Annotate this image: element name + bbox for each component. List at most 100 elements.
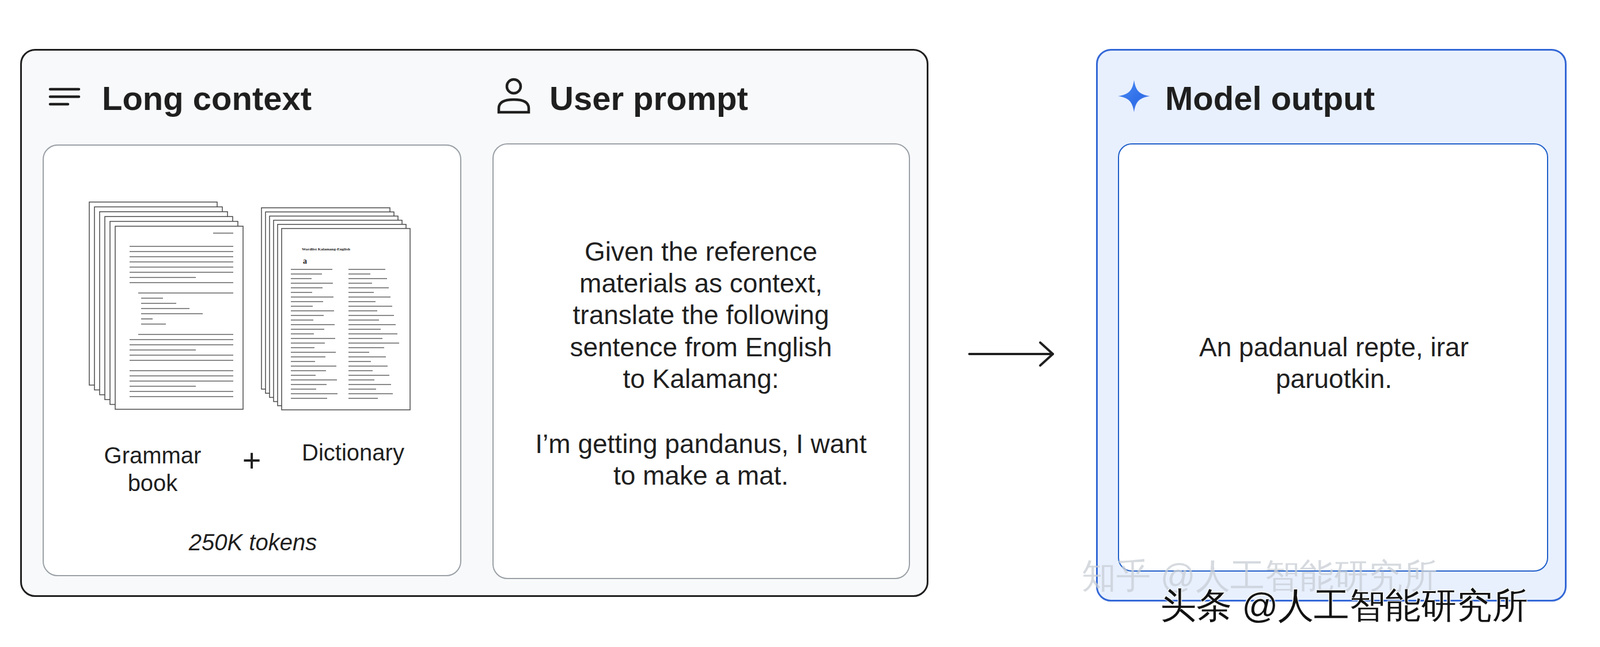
page-sheet [110,221,238,405]
text-line [290,301,324,303]
text-line [129,256,234,258]
text-line [290,379,337,381]
text-line [129,251,234,253]
text-line [290,292,313,294]
text-line [290,347,315,349]
text-line [213,232,234,234]
text-line [290,287,323,289]
prompt-box: Given the reference materials as context… [492,143,911,580]
text-line [290,278,312,280]
text-line [290,328,325,331]
page-sheet [99,211,228,396]
text-line [348,365,388,367]
text-line [141,323,166,325]
page-sheet [115,226,244,410]
text-line [141,313,203,315]
page-sheet [104,216,233,400]
text-line [129,245,234,248]
reference-box: Grammar book+Dictionary250K tokens [42,144,462,577]
text-line [129,339,234,341]
token-count: 250K tokens [157,528,348,557]
output-panel: Model output An padanual repte, irar paru… [1096,48,1567,602]
text-line [290,324,335,326]
menu-icon [50,89,79,105]
output-box: An padanual repte, irar paruotkin. [1117,143,1549,572]
text-line [348,278,388,280]
text-line [348,328,381,331]
page-sheet [269,215,398,398]
person-icon [498,79,529,113]
item-caption: Grammar book [89,441,216,498]
sparkle-icon [1117,80,1151,113]
text-line [290,388,317,390]
text-line [138,334,234,336]
text-line [290,361,316,363]
text-line [348,347,385,349]
text-line [129,349,196,351]
flow-arrow [969,353,1053,356]
panel-heading: Model output [1165,78,1375,119]
text-line [290,333,314,335]
text-line [348,356,386,358]
text-line [290,305,313,307]
source-sentence: I’m getting pandanus, I want to make a m… [528,428,874,492]
text-line [348,319,379,321]
text-line [129,344,234,346]
text-line [129,359,234,362]
text-line [141,308,190,310]
text-line [141,318,153,320]
text-line [129,370,234,372]
text-line [129,375,234,377]
text-line [290,315,324,317]
page-sheet [261,207,390,390]
text-line [290,370,326,372]
text-line [129,396,234,398]
text-line [129,266,234,268]
text-line [290,384,327,386]
text-line [348,315,394,317]
text-line [129,391,234,393]
page-sheet [89,202,218,386]
text-line [129,261,234,263]
text-line [348,268,386,271]
text-line [290,338,336,340]
grammar-book-pages [89,202,244,410]
text-line [348,379,375,381]
text-line [348,301,376,303]
text-line [290,351,336,354]
text-line [290,268,333,271]
text-line [348,370,373,372]
watermark: 头条 @人工智能研究所 [1160,586,1529,626]
text-line [348,305,393,307]
text-line [348,292,374,294]
text-line [348,351,370,354]
text-line [290,342,325,344]
text-line [348,384,392,386]
output-text: An padanual repte, irar paruotkin. [1184,331,1484,396]
text-line [129,385,196,388]
page-sheet [273,220,403,403]
text-line [348,397,378,400]
page-sheet [277,224,407,407]
plus-sign: + [234,441,269,480]
text-line [290,282,333,284]
text-line [348,273,371,275]
text-line [290,374,316,377]
text-line [129,380,234,382]
text-line [348,342,400,344]
dictionary-pages [261,207,411,411]
text-line [141,297,163,299]
text-line [348,310,378,312]
text-line [138,292,234,294]
context-panel: Long contextUser promptGrammar book+Dict… [20,48,929,598]
text-line [348,282,373,284]
text-line [348,388,377,390]
text-line [129,271,234,274]
text-line [348,296,391,298]
text-line [348,374,390,377]
prompt-text: Given the reference materials as context… [562,236,840,396]
text-line [348,338,383,340]
text-line [290,310,335,312]
text-line [348,393,393,395]
